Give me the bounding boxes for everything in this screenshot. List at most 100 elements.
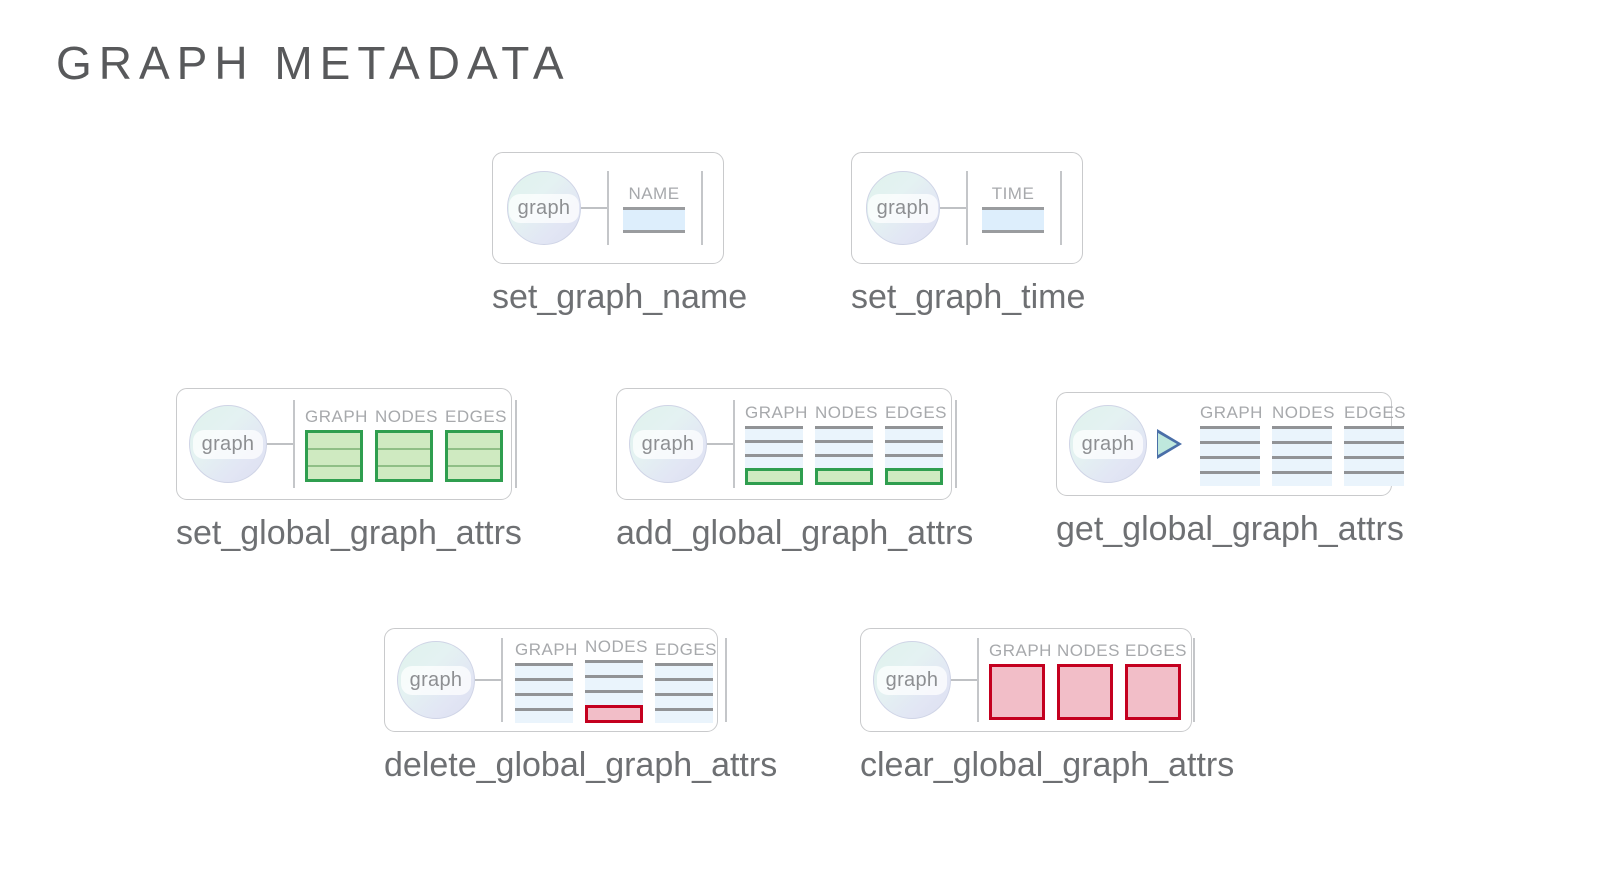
- column-header: GRAPH: [989, 640, 1052, 660]
- column-nodes: NODES: [815, 403, 878, 485]
- connector-dash-icon: [951, 679, 977, 681]
- row: [585, 690, 643, 705]
- figure-caption: delete_global_graph_attrs: [384, 746, 778, 784]
- value-cell: [982, 206, 1044, 233]
- attribute-columns: GRAPH NODES EDGES: [745, 403, 948, 485]
- row: [815, 426, 873, 440]
- blue-rows: [885, 426, 943, 468]
- column-header: NODES: [815, 403, 878, 422]
- row: [1200, 470, 1260, 486]
- cleared-red-column: [989, 663, 1045, 720]
- graph-node-label: graph: [508, 193, 580, 223]
- graph-node-label: graph: [632, 429, 704, 459]
- figure-set-global-graph-attrs: graph GRAPH NODES E: [176, 388, 522, 553]
- column-edges: EDGES: [655, 640, 718, 723]
- row: [1272, 440, 1332, 456]
- row: [885, 440, 943, 454]
- graph-node: graph: [629, 405, 707, 483]
- row: [815, 454, 873, 468]
- column-nodes: NODES: [585, 637, 648, 723]
- column-graph: GRAPH: [989, 640, 1052, 720]
- page-title: GRAPH METADATA: [56, 37, 571, 89]
- value-cell: [623, 206, 685, 233]
- connector-dash-icon: [475, 679, 501, 681]
- column-edges: EDGES: [445, 407, 507, 482]
- cleared-red-column: [1125, 663, 1181, 720]
- figure-set-graph-time: graph TIME set_graph_time: [851, 152, 1085, 317]
- row: [585, 675, 643, 690]
- diagram-card-set-graph-time: graph TIME: [851, 152, 1083, 264]
- column-header: NODES: [1272, 402, 1335, 422]
- row: [885, 454, 943, 468]
- attribute-columns: NAME: [623, 184, 685, 233]
- blue-rows: [585, 660, 643, 705]
- figure-caption: add_global_graph_attrs: [616, 514, 974, 552]
- column-header: NODES: [1057, 640, 1120, 660]
- green-filled-column: [445, 429, 503, 482]
- bracket-right-rail: [1193, 638, 1195, 722]
- row: [448, 465, 500, 482]
- column-nodes: NODES: [1057, 640, 1120, 720]
- bracket-left-rail: [966, 171, 968, 245]
- graph-node: graph: [189, 405, 267, 483]
- row: [378, 447, 430, 465]
- row: [1272, 425, 1332, 441]
- blue-rows: [1344, 425, 1404, 486]
- play-arrow-icon: [1157, 429, 1182, 459]
- row: [378, 465, 430, 482]
- column-header: EDGES: [1344, 402, 1407, 422]
- figure-clear-global-graph-attrs: graph GRAPH NODES EDGES clear_global_gra…: [860, 628, 1234, 785]
- figure-caption: clear_global_graph_attrs: [860, 746, 1235, 784]
- column-nodes: NODES: [375, 407, 437, 482]
- diagram-card-delete-global-graph-attrs: graph GRAPH NODES: [384, 628, 727, 732]
- graph-node: graph: [866, 171, 940, 245]
- bracket-right-rail: [1060, 171, 1062, 245]
- column-edges: EDGES: [885, 403, 948, 485]
- connector-dash-icon: [581, 207, 607, 209]
- graph-node-label: graph: [400, 665, 472, 695]
- connector-dash-icon: [707, 443, 733, 445]
- blue-rows: [655, 663, 713, 723]
- row: [655, 708, 713, 723]
- column-header: GRAPH: [745, 403, 808, 422]
- row: [378, 433, 430, 448]
- appended-green-row: [885, 468, 943, 485]
- connector-dash-icon: [267, 443, 293, 445]
- column-name: NAME: [623, 184, 685, 233]
- figure-delete-global-graph-attrs: graph GRAPH NODES: [384, 628, 777, 785]
- column-header: TIME: [991, 183, 1035, 203]
- column-nodes: NODES: [1272, 402, 1335, 486]
- column-header: GRAPH: [1200, 402, 1263, 422]
- figure-caption: set_global_graph_attrs: [176, 514, 522, 552]
- deleted-red-row: [585, 705, 643, 723]
- diagram-card-set-global-graph-attrs: graph GRAPH NODES E: [176, 388, 517, 500]
- row: [1344, 470, 1404, 486]
- green-filled-column: [375, 429, 433, 482]
- column-header: NODES: [585, 637, 648, 656]
- column-header: EDGES: [1125, 640, 1188, 660]
- column-header: GRAPH: [305, 406, 368, 426]
- row: [1272, 470, 1332, 486]
- bracket-left-rail: [733, 400, 735, 488]
- row: [815, 440, 873, 454]
- row: [1344, 425, 1404, 441]
- row: [448, 433, 500, 448]
- graph-node: graph: [397, 641, 475, 719]
- column-header: EDGES: [885, 403, 948, 422]
- column-graph: GRAPH: [1200, 402, 1263, 486]
- row: [745, 454, 803, 468]
- row: [585, 660, 643, 675]
- graph-node: graph: [873, 641, 951, 719]
- column-header: EDGES: [655, 640, 718, 659]
- figure-add-global-graph-attrs: graph GRAPH NODES: [616, 388, 973, 553]
- bracket-left-rail: [501, 638, 503, 722]
- blue-rows: [745, 426, 803, 468]
- row: [1272, 455, 1332, 471]
- blue-rows: [815, 426, 873, 468]
- column-header: NAME: [628, 183, 680, 203]
- row: [515, 663, 573, 678]
- bracket-right-rail: [955, 400, 957, 488]
- graph-node: graph: [507, 171, 581, 245]
- row: [1344, 455, 1404, 471]
- attribute-columns: GRAPH NODES EDGES: [515, 637, 718, 723]
